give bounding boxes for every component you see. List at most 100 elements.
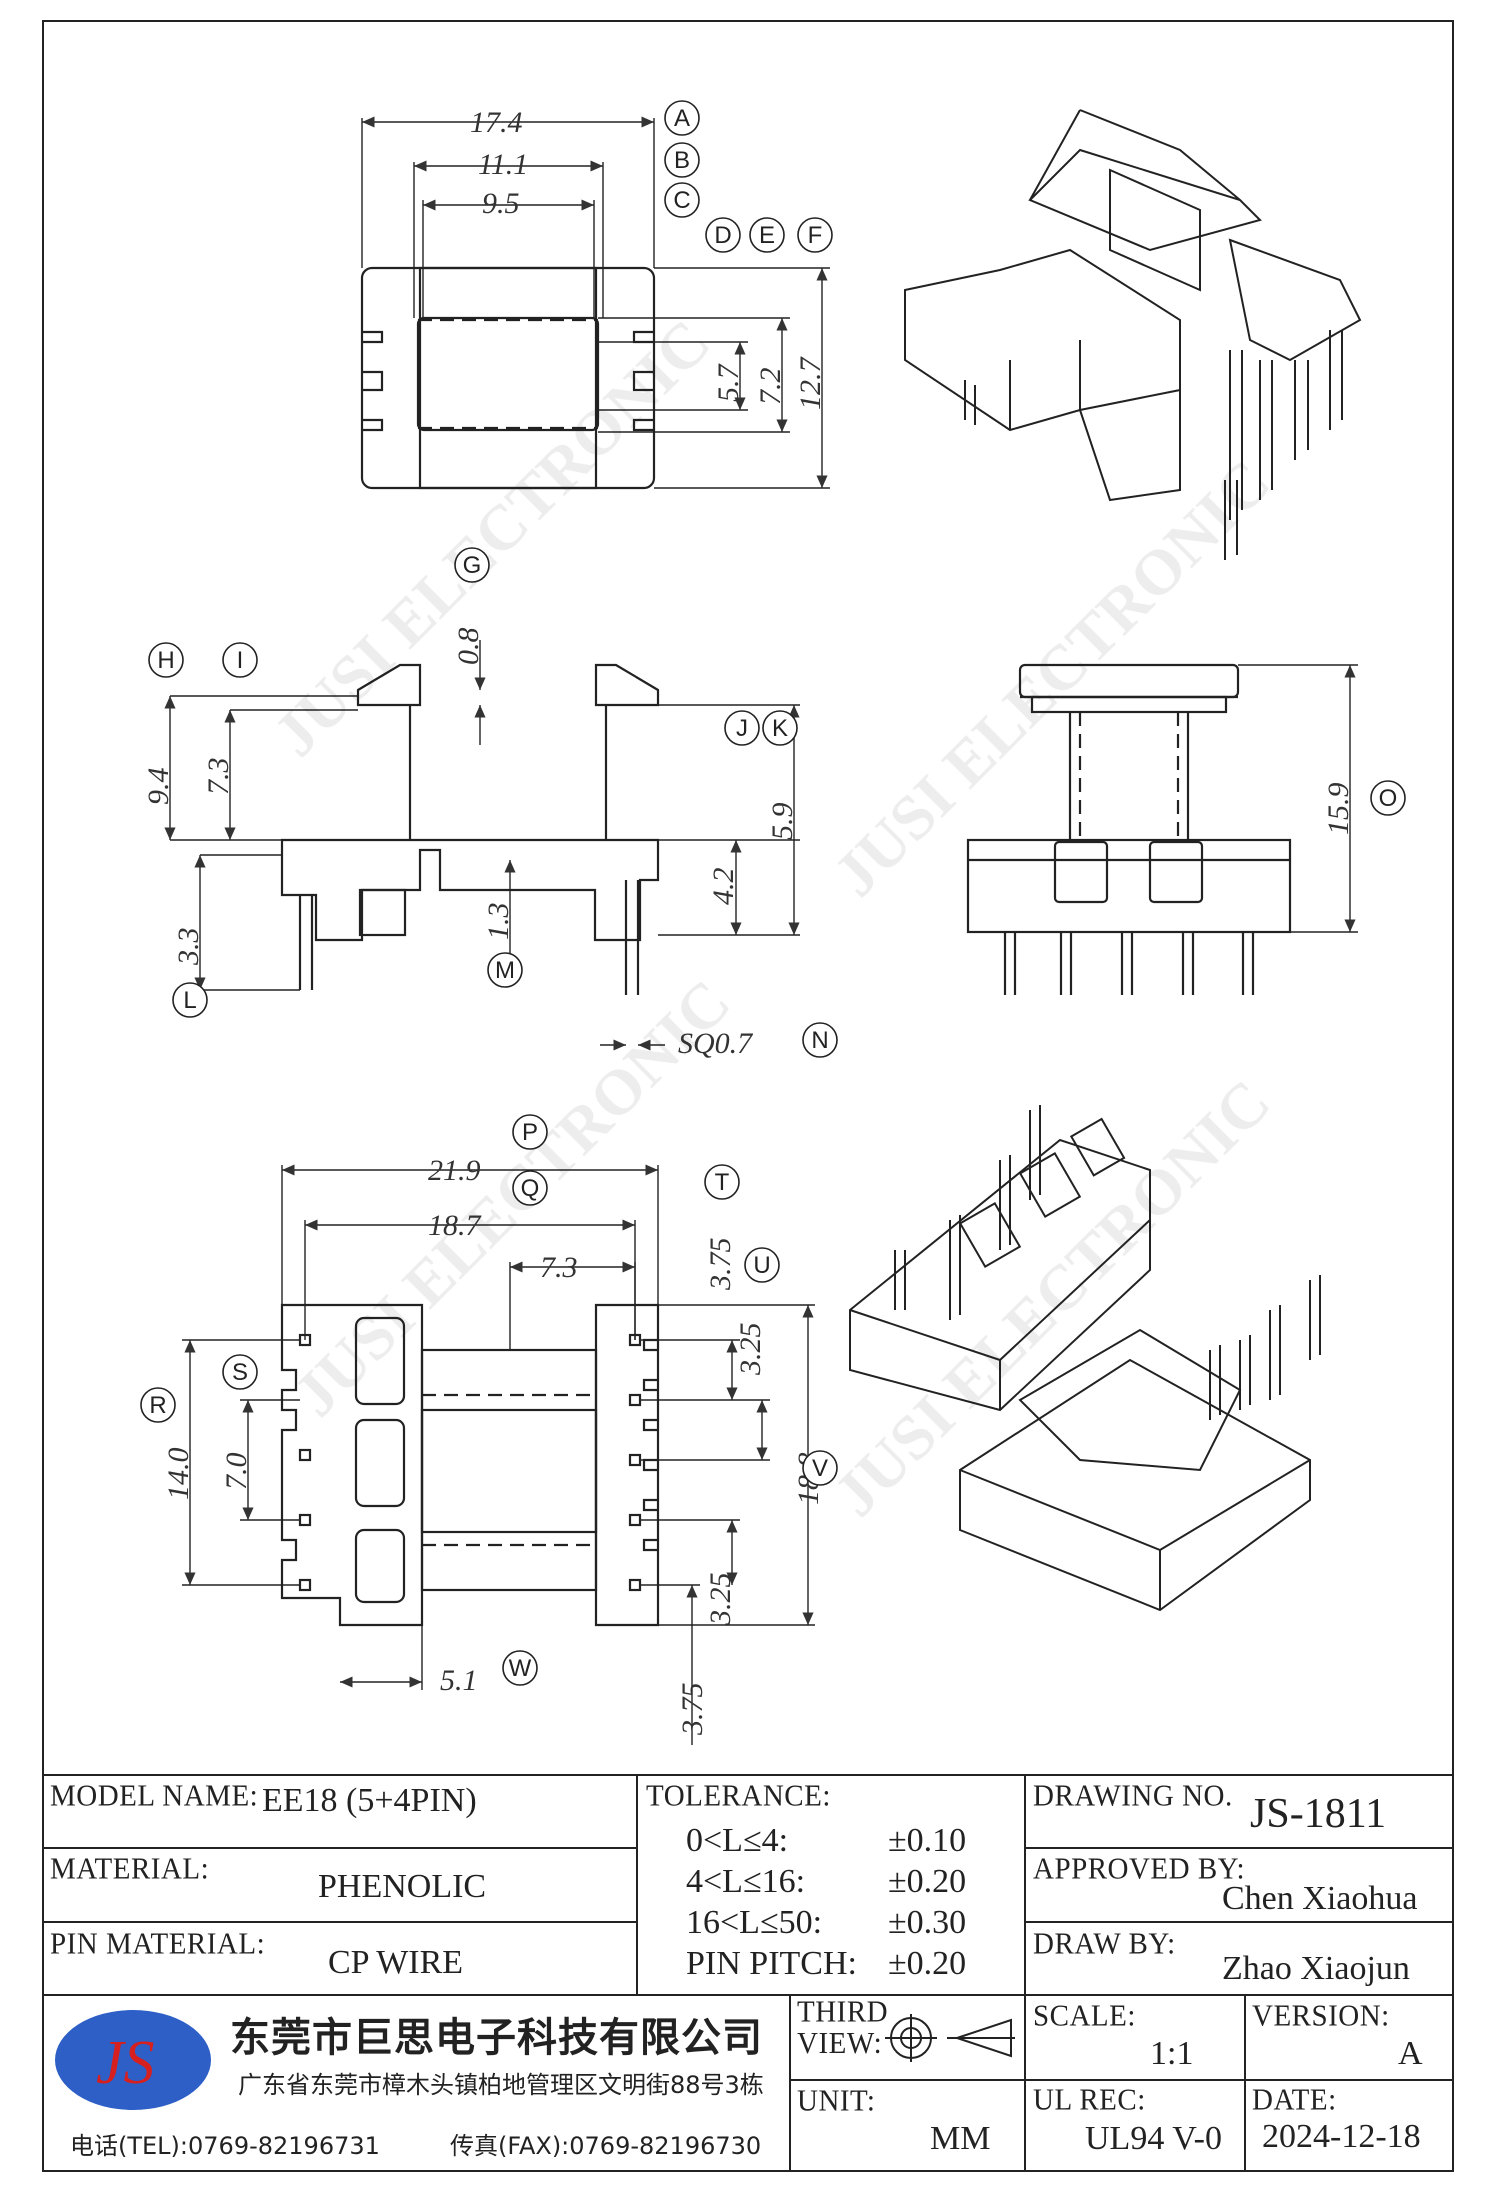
dim-i: 7.3 <box>202 758 235 796</box>
callout-s: S <box>232 1359 248 1386</box>
unit-label: UNIT: <box>797 2084 876 2118</box>
callout-r: R <box>149 1392 166 1419</box>
callout-o: O <box>1379 785 1398 812</box>
ul-rec-label: UL REC: <box>1033 2083 1146 2117</box>
material-value: PHENOLIC <box>318 1868 487 1905</box>
callout-circle-u <box>744 1247 780 1283</box>
dim-t2: 3.75 <box>676 1683 709 1737</box>
callout-circle-j <box>724 710 760 746</box>
callout-u: U <box>753 1252 770 1279</box>
callout-circle-k <box>762 710 798 746</box>
third-view-label: THIRD VIEW: <box>797 1995 889 2061</box>
callout-i: I <box>237 647 244 674</box>
version-label: VERSION: <box>1252 1999 1390 2033</box>
dim-q: 18.7 <box>428 1209 483 1242</box>
callout-circle-m <box>487 952 523 988</box>
callout-circle-c <box>664 182 700 218</box>
dim-u: 3.25 <box>734 1323 767 1377</box>
callout-f: F <box>808 222 823 249</box>
bottom-view-dims <box>182 1164 815 1745</box>
callout-circle-g <box>454 547 490 583</box>
tol-value-3: ±0.20 <box>888 1945 967 1982</box>
callout-circle-v <box>802 1450 838 1486</box>
callout-circle-f <box>797 217 833 253</box>
callout-t: T <box>715 1169 730 1196</box>
company-name: 东莞市巨思电子科技有限公司 <box>230 2015 763 2061</box>
callout-a: A <box>674 105 690 132</box>
drawing-no-label: DRAWING NO. <box>1033 1779 1233 1813</box>
logo-graphic: JS <box>55 2010 211 2110</box>
dim-p: 21.9 <box>428 1154 481 1187</box>
dim-k: 1.3 <box>482 903 515 941</box>
drawing-no-value: JS-1811 <box>1250 1791 1387 1837</box>
front-pins <box>1003 932 1255 995</box>
callout-h: H <box>157 647 174 674</box>
top-view-dims <box>361 116 830 489</box>
tolerance-label: TOLERANCE: <box>646 1779 831 1813</box>
callout-q: Q <box>521 1175 540 1202</box>
bottom-view <box>280 1303 660 1627</box>
tol-range-0: 0<L≤4: <box>686 1822 789 1859</box>
draw-by-label: DRAW BY: <box>1033 1927 1176 1961</box>
callout-d: D <box>714 222 731 249</box>
callout-circle-i <box>222 642 258 678</box>
callout-l: L <box>183 987 196 1014</box>
callout-circle-e <box>749 217 785 253</box>
drawing-frame <box>42 20 1454 2172</box>
material-label: MATERIAL: <box>50 1852 210 1886</box>
tol-value-0: ±0.10 <box>888 1822 967 1859</box>
iso-view-bottom <box>849 1105 1321 1612</box>
side-view <box>280 663 660 995</box>
tol-range-2: 16<L≤50: <box>686 1904 823 1941</box>
callout-b: B <box>674 147 690 174</box>
callout-e: E <box>759 222 775 249</box>
dim-d: 5.7 <box>712 363 745 403</box>
dim-j: 3.3 <box>172 928 205 967</box>
tol-value-1: ±0.20 <box>888 1863 967 1900</box>
pin-material-label: PIN MATERIAL: <box>50 1927 266 1961</box>
tol-value-2: ±0.30 <box>888 1904 967 1941</box>
dim-a: 17.4 <box>470 106 523 139</box>
callout-circle-l <box>172 982 208 1018</box>
dim-c: 9.5 <box>482 187 520 220</box>
callout-circle-p <box>512 1114 548 1150</box>
logo-text: JS <box>96 2029 155 2097</box>
callout-circle-a <box>664 100 700 136</box>
dimension-labels: 17.4 11.1 9.5 5.7 7.2 12.7 0.8 9.4 7.3 3… <box>142 106 1355 1736</box>
version-value: A <box>1398 2035 1423 2072</box>
callout-circle-n <box>802 1022 838 1058</box>
callout-m: M <box>495 957 515 984</box>
dim-m: 5.9 <box>766 803 799 841</box>
callout-circle-w <box>502 1650 538 1686</box>
callout-circle-h <box>148 642 184 678</box>
dim-n: SQ0.7 <box>678 1027 754 1060</box>
callout-w: W <box>509 1655 532 1682</box>
draw-by-value: Zhao Xiaojun <box>1222 1950 1410 1987</box>
dim-h: 9.4 <box>142 768 175 806</box>
dim-o: 15.9 <box>1322 783 1355 836</box>
scale-value: 1:1 <box>1150 2035 1194 2072</box>
tol-range-1: 4<L≤16: <box>686 1863 806 1900</box>
company-logo: JS <box>52 2005 214 2115</box>
side-view-dims <box>164 640 800 1051</box>
callout-circle-b <box>664 142 700 178</box>
callout-k: K <box>772 715 788 742</box>
callout-circle-d <box>705 217 741 253</box>
dim-g: 0.8 <box>452 628 485 666</box>
callout-p: P <box>522 1119 538 1146</box>
callout-circle-q <box>512 1170 548 1206</box>
dim-e: 7.2 <box>754 368 787 406</box>
callout-g: G <box>463 552 482 579</box>
pin-material-value: CP WIRE <box>328 1944 464 1981</box>
tol-range-3: PIN PITCH: <box>686 1945 857 1982</box>
callout-circle-s <box>222 1354 258 1390</box>
callout-v: V <box>812 1455 828 1482</box>
front-view-dims <box>1238 664 1358 933</box>
watermark-en-4: JUSI ELECTRONIC <box>820 1066 1284 1530</box>
date-label: DATE: <box>1252 2083 1337 2117</box>
callout-j: J <box>736 715 748 742</box>
watermark: JUSI ELECTRONIC JUSI ELECTRONIC JUSI ELE… <box>260 306 1284 1530</box>
company-tel: 电话(TEL):0769-82196731 <box>70 2132 380 2160</box>
